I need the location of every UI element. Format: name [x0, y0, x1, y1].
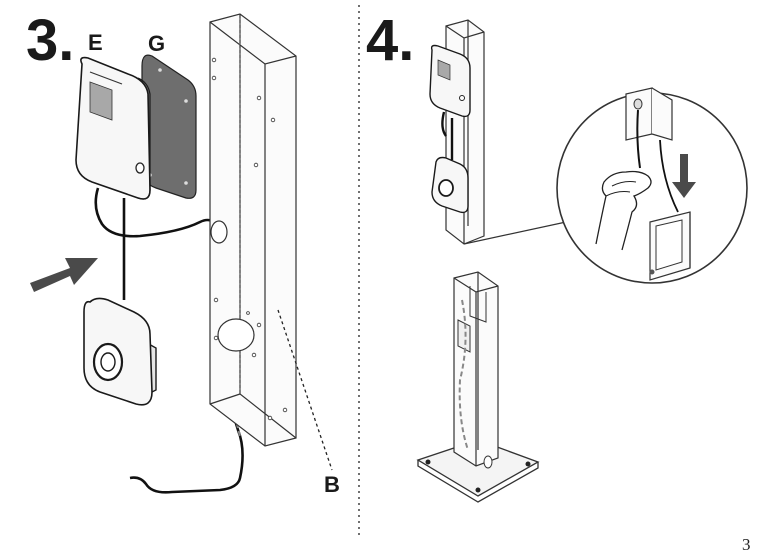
down-arrow-icon	[672, 154, 696, 198]
pillar-b	[209, 13, 297, 447]
charging-cable	[94, 187, 224, 239]
label-b-leader	[277, 309, 333, 471]
floor-pedestal	[416, 271, 540, 503]
step-3-number: 3.	[26, 8, 75, 73]
label-b: B	[324, 472, 340, 497]
mounting-plate	[141, 54, 197, 199]
step-4-number: 4.	[366, 8, 415, 73]
label-g: G	[148, 31, 166, 56]
push-arrow	[30, 258, 98, 292]
wallbox-unit	[75, 56, 151, 200]
detail-magnifier	[556, 87, 748, 284]
mounted-wallbox	[429, 44, 471, 118]
wallbox-display	[89, 81, 113, 121]
detail-leader	[463, 221, 567, 245]
connector-holster	[83, 297, 157, 406]
wallbox-button-icon	[135, 162, 145, 174]
mounted-holster	[431, 156, 469, 214]
label-e: E	[88, 30, 103, 55]
page-number: 3	[742, 535, 751, 554]
hand-icon	[595, 170, 652, 251]
